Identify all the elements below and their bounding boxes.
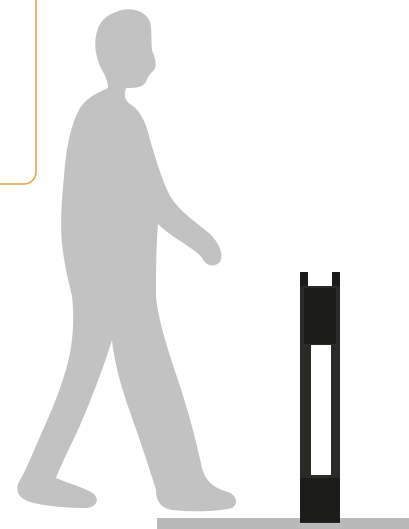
ground-line bbox=[157, 518, 409, 529]
bollard-top-notch bbox=[306, 272, 334, 286]
bollard-light bbox=[300, 272, 340, 523]
bollard-top-right-prong bbox=[332, 272, 340, 286]
person-silhouette bbox=[17, 9, 236, 511]
callout-box bbox=[0, 0, 36, 184]
bollard-base-shade bbox=[300, 478, 340, 522]
bollard-top-left-prong bbox=[300, 272, 308, 286]
bollard-inner-shade bbox=[304, 288, 336, 344]
bollard-light-window bbox=[311, 345, 331, 475]
person-body bbox=[17, 9, 236, 511]
